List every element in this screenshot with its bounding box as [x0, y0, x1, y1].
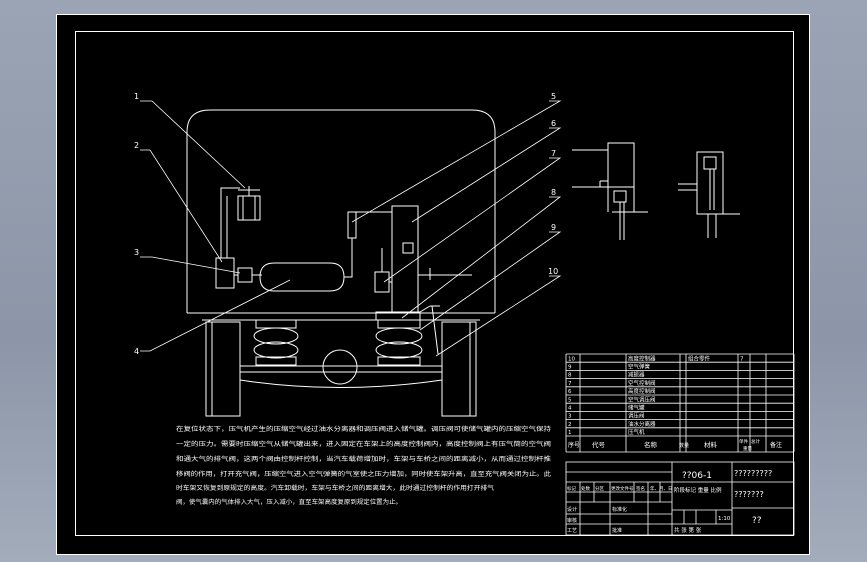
header-material: 材料 [704, 440, 718, 449]
rev-label-mark: 标记 [567, 485, 576, 492]
shock-absorber [375, 311, 421, 321]
header-unit-weight: 单件 [739, 438, 748, 445]
parts-row-name: 油水分离器 [628, 420, 656, 428]
parts-row-name: 调压阀 [628, 412, 645, 420]
approve-label: 批准 [612, 527, 622, 534]
callout-6: 6 [551, 119, 556, 128]
air-tank [259, 262, 345, 292]
parts-row-name: 空气控制阀 [628, 379, 656, 387]
header-qty: 数量 [679, 442, 689, 449]
rev-label-doc: 更改文件号 [611, 485, 634, 492]
role-process: 工艺 [567, 528, 577, 534]
drawing-title-top: ????????? [734, 469, 772, 478]
vehicle-body-outline [186, 109, 496, 313]
title-block [565, 461, 795, 536]
right-air-spring [375, 319, 423, 366]
std-label: 标准化 [612, 506, 627, 513]
valve-detail-right [678, 151, 740, 238]
rev-label-count: 处数 [581, 485, 590, 492]
parts-list: 10 高度控制器 组合零件 7 9 空气弹簧 8 减振器 7 空气控制阀 6 高度控制阀 5 空气调压阀 4… [565, 353, 795, 453]
header-name: 名称 [644, 440, 658, 449]
parts-row-name: 空气调压阀 [628, 395, 656, 403]
drawing-number: ??06-1 [682, 471, 712, 481]
outer-frame [56, 14, 810, 555]
description-line-3: 和通大气的排气阀，这两个阀由控制杆控制，当汽车载荷增加时，车架与车桥之间的距离减… [176, 455, 551, 463]
description-line-2: 一定的压力。需要时压缩空气从储气罐出来，进入固定在车架上的高度控制阀内，高度控制… [176, 440, 551, 448]
callout-5: 5 [551, 92, 556, 101]
description-line-5: 时车架又恢复到原规定的高度。汽车卸载时，车架与车桥之间的距离增大，此时通过控制杆… [176, 484, 494, 492]
callout-4: 4 [134, 347, 139, 356]
left-wheel [205, 321, 241, 417]
parts-row-name: 空气弹簧 [628, 363, 651, 371]
parts-row-name: 减振器 [628, 371, 645, 379]
parts-row-no: 4 [568, 406, 572, 412]
parts-row-name: 高度控制阀 [628, 387, 656, 395]
description-line-6: 阀，使气囊内的气体排入大气，压入减小，直至车架高度复原到规定位置为止。 [176, 498, 402, 506]
callout-3: 3 [134, 248, 139, 257]
callout-10: 10 [548, 267, 558, 276]
valve-detail-left [572, 142, 648, 240]
drawing-sheet [56, 14, 810, 555]
callout-8: 8 [551, 188, 556, 197]
description-line-4: 移阀的作用，打开充气阀，压缩空气进入空气弹簧的气室使之压力增加，同时使车架升高，… [176, 470, 551, 478]
callout-1: 1 [134, 92, 139, 101]
header-no: 序号 [568, 441, 580, 449]
parts-row-material: 组合零件 [688, 354, 711, 362]
parts-row-name: 压气机 [628, 428, 645, 436]
header-weight: 重量 [743, 445, 752, 452]
callout-2: 2 [134, 141, 139, 150]
callout-9: 9 [551, 223, 556, 232]
parts-row-note: 7 [740, 356, 744, 362]
header-note: 备注 [770, 441, 782, 449]
role-design: 设计 [567, 506, 577, 513]
parts-row-no: 8 [568, 373, 572, 379]
parts-row-no: 3 [568, 414, 572, 420]
callout-7: 7 [551, 149, 556, 158]
suspension-assembly [186, 109, 496, 417]
parts-row-no: 10 [568, 356, 575, 362]
parts-row-no: 2 [568, 422, 572, 428]
role-review: 审核 [567, 517, 577, 524]
oil-water-separator [215, 257, 235, 289]
parts-row-name: 储气罐 [628, 404, 645, 412]
rev-label-sign: 签名 [636, 485, 645, 492]
left-air-spring [253, 319, 299, 366]
stage-labels: 阶段标记 重量 比例 [674, 486, 722, 494]
header-total-weight: 总计 [751, 438, 760, 445]
valve-detail-views [572, 142, 740, 240]
description-line-1: 在复位状态下，压气机产生的压缩空气经过油水分离器和调压阀进入储气罐。调压阀可使储… [176, 425, 551, 433]
header-code: 代号 [592, 440, 606, 449]
parts-row-no: 7 [568, 381, 572, 387]
air-compressor [237, 186, 261, 221]
callout-numbers: 1 2 3 4 5 6 7 8 9 10 [134, 92, 558, 356]
parts-row-no: 9 [568, 365, 572, 371]
title-block-text: ??06-1 ????????? ??????? ?? 阶段标记 重量 比例 1… [567, 469, 772, 534]
drawing-title-mid: ??????? [734, 490, 764, 499]
differential [322, 349, 358, 385]
description-text: 在复位状态下，压气机产生的压缩空气经过油水分离器和调压阀进入储气罐。调压阀可使储… [176, 425, 551, 506]
rev-label-zone: 分区 [595, 485, 604, 492]
company-name: ?? [752, 516, 762, 526]
parts-row-name: 高度控制器 [628, 354, 656, 362]
rev-label-date: 年、月、日 [650, 485, 673, 492]
right-wheel [441, 321, 477, 417]
sheet-labels: 共 张 第 张 [674, 526, 702, 534]
inner-frame [75, 31, 794, 536]
parts-row-no: 5 [568, 397, 572, 403]
air-regulating-valve [347, 211, 357, 239]
parts-row-no: 1 [568, 430, 572, 436]
drawing-scale: 1:10 [718, 516, 731, 522]
parts-row-no: 6 [568, 389, 572, 395]
callout-leaders [140, 100, 562, 357]
